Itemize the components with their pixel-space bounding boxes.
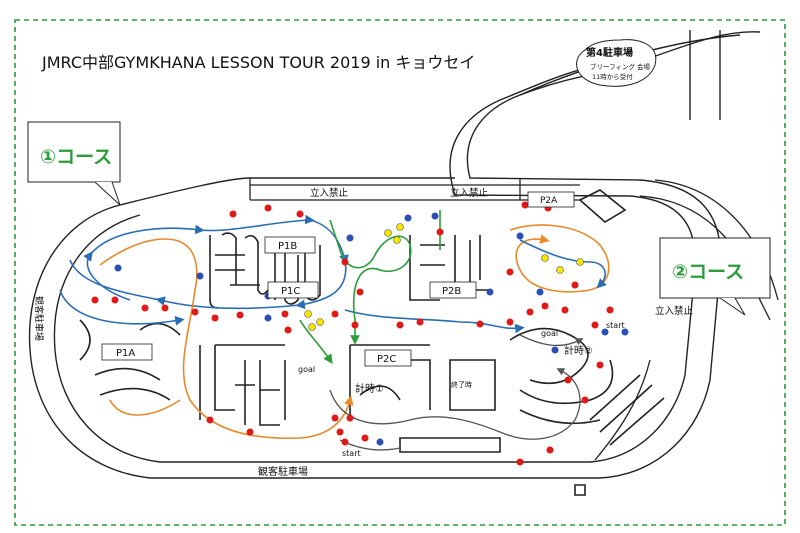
- course1-label: ①コース: [40, 146, 112, 168]
- route-blue-course2: [519, 239, 607, 289]
- route-gray-timing: [519, 334, 584, 347]
- zone-p1c: P1C: [281, 286, 300, 297]
- route-green-course1: [329, 219, 412, 345]
- route-blue-center: [344, 309, 525, 334]
- zone-p1c-box: [267, 281, 319, 299]
- course2-label: ②コース: [672, 261, 744, 283]
- zone-p1a-box: [101, 343, 153, 361]
- map-title: JMRC中部GYMKHANA LESSON TOUR 2019 in キョウセイ: [41, 53, 475, 72]
- zone-p2c-box: [364, 349, 412, 367]
- course1-pointer: [94, 181, 121, 206]
- course2-timing: 計時②: [564, 344, 593, 357]
- route-blue-arrow: [59, 289, 185, 326]
- course1-box: [27, 121, 121, 183]
- zone-p2a-box: [527, 191, 575, 208]
- top-road: [249, 178, 580, 201]
- parking4-line2: 11時から受付: [592, 72, 633, 81]
- route-gray-course2: [329, 368, 581, 440]
- no-entry-label-2: 立入禁止: [450, 187, 489, 199]
- route-orange-course1: [99, 238, 354, 440]
- zone-p1b: P1B: [278, 241, 297, 252]
- course1-timing: 計時①: [355, 382, 384, 395]
- zone-p2b-box: [429, 281, 477, 299]
- course2-goal: goal: [541, 329, 558, 338]
- perimeter-road: [28, 30, 761, 479]
- course1-goal: goal: [298, 365, 315, 374]
- zone-p2a: P2A: [540, 196, 558, 206]
- route-orange-branch: [109, 399, 181, 416]
- map-border: [14, 19, 786, 526]
- parking4-name: 第4駐車場: [586, 46, 633, 59]
- zone-p2c: P2C: [377, 354, 396, 365]
- course1-finish: 終了時: [451, 380, 472, 389]
- course1-start: start: [342, 449, 361, 458]
- parking4-area: [576, 39, 657, 87]
- spectator-parking-side: 観客駐車場: [33, 296, 45, 341]
- course2-box: [659, 237, 771, 299]
- parking4-line1: ブリーフィング 会場: [590, 62, 651, 71]
- course2-pointer: [719, 297, 746, 316]
- no-entry-label-1: 立入禁止: [310, 187, 349, 199]
- route-orange-course2: [509, 224, 610, 293]
- zone-p2b: P2B: [442, 286, 461, 297]
- route-green-descent: [299, 319, 333, 364]
- right-track: [594, 179, 779, 461]
- zone-p1a: P1A: [116, 348, 135, 359]
- course2-start: start: [606, 321, 625, 330]
- spectator-parking-bottom: 観客駐車場: [258, 465, 308, 478]
- cones-yellow: [304, 223, 584, 331]
- cones-red: [91, 201, 614, 466]
- no-entry-label-3: 立入禁止: [655, 305, 694, 317]
- zone-p1b-box: [264, 236, 316, 254]
